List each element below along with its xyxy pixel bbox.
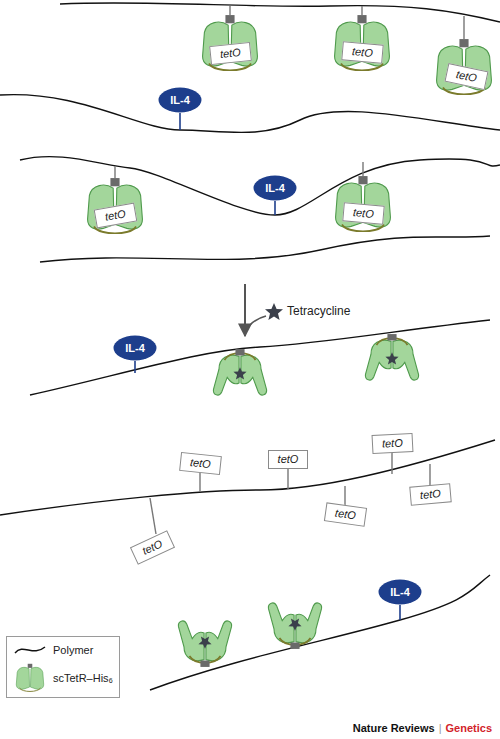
legend-text: scTetR–His₆ (53, 672, 113, 684)
protein-label: IL-4 (265, 182, 285, 194)
arrow-shaft (244, 284, 246, 336)
polymer-strand (0, 440, 495, 515)
tether (463, 16, 464, 39)
teto-box: tetO (342, 202, 384, 224)
journal-footer: Nature Reviews | Genetics (353, 722, 492, 734)
teto-box: tetO (179, 451, 222, 474)
sctetr-dimer (203, 15, 258, 70)
sequence-label: tetO (352, 206, 374, 221)
dimer-sample (16, 664, 43, 692)
sequence-label: tetO (381, 436, 402, 450)
legend-box: Polymer scTetR–His₆ (6, 636, 120, 698)
teto-box: tetO (341, 41, 383, 63)
sequence-label: tetO (334, 506, 356, 522)
dimer-tethers (115, 6, 464, 178)
protein-label: IL-4 (125, 342, 145, 354)
sequence-label: tetO (104, 207, 127, 223)
legend-sample (13, 641, 47, 659)
protein-label: IL-4 (390, 586, 410, 598)
tether (287, 468, 288, 489)
teto-box: tetO (409, 483, 451, 505)
il4-ellipse (379, 580, 422, 605)
legend-row: scTetR–His₆ (13, 663, 113, 693)
tether (150, 498, 156, 534)
sctetr-dimer (178, 621, 231, 667)
legend-text: Polymer (53, 644, 93, 656)
tether (399, 605, 401, 620)
sctetr-dimer (213, 349, 266, 395)
polymer-strand (60, 3, 500, 22)
sequence-label: tetO (140, 537, 164, 558)
tether (179, 113, 181, 130)
tether (391, 452, 392, 474)
polymer-strand (30, 320, 490, 395)
sequence-label: tetO (419, 487, 441, 502)
il4-molecule: IL-4 (158, 87, 202, 113)
sctetr-dimer (268, 603, 321, 649)
polymer-strand (0, 95, 500, 133)
teto-box: tetO (371, 432, 413, 453)
teto-box: tetO (129, 530, 174, 564)
sctetr-dimer (437, 39, 492, 94)
protein-label: IL-4 (170, 94, 190, 106)
il4-ellipse (114, 336, 157, 361)
polymer-strands (0, 3, 500, 690)
legend-sample (13, 663, 47, 693)
sctetr-dimer (335, 15, 390, 70)
polymer-strand (40, 236, 490, 262)
journal-credit: | (439, 722, 442, 734)
tether (134, 361, 136, 373)
sequence-label: tetO (189, 455, 211, 470)
journal-credit: Genetics (446, 722, 492, 734)
il4-molecule: IL-4 (378, 579, 422, 605)
il4-ellipse (159, 88, 202, 113)
arrow-branch (246, 316, 266, 331)
tether (274, 201, 276, 215)
legend-row: Polymer (13, 641, 113, 659)
sctetr-dimers-released (178, 334, 418, 667)
tether (429, 464, 430, 485)
teto-tethers (150, 452, 430, 534)
reaction-arrow (245, 284, 283, 336)
sctetr-dimer (365, 334, 418, 380)
journal-credit: Nature Reviews (353, 722, 435, 734)
tether (229, 6, 230, 15)
sequence-label: tetO (219, 45, 241, 60)
sctetr-dimers-bound (88, 15, 492, 233)
sctetr-dimer (88, 178, 143, 233)
reagent-label: Tetracycline (287, 304, 350, 318)
sequence-label: tetO (278, 453, 299, 466)
teto-box: tetO (209, 41, 252, 64)
tether (114, 166, 115, 178)
sctetr-dimer (336, 176, 391, 231)
tether (199, 472, 200, 492)
tether (344, 486, 345, 505)
polymer-strand (150, 575, 490, 690)
teto-box: tetO (323, 502, 366, 526)
il4-ellipse (254, 176, 297, 201)
polymer-sample (15, 647, 45, 653)
tether (361, 6, 362, 15)
sequence-label: tetO (351, 45, 373, 60)
il4-molecule: IL-4 (253, 175, 297, 201)
tetracycline-star (265, 303, 283, 320)
il4-molecule: IL-4 (113, 335, 157, 361)
tether (362, 162, 363, 176)
il4-tethers (135, 113, 400, 620)
sequence-label: tetO (454, 67, 477, 84)
teto-box: tetO (268, 450, 309, 469)
